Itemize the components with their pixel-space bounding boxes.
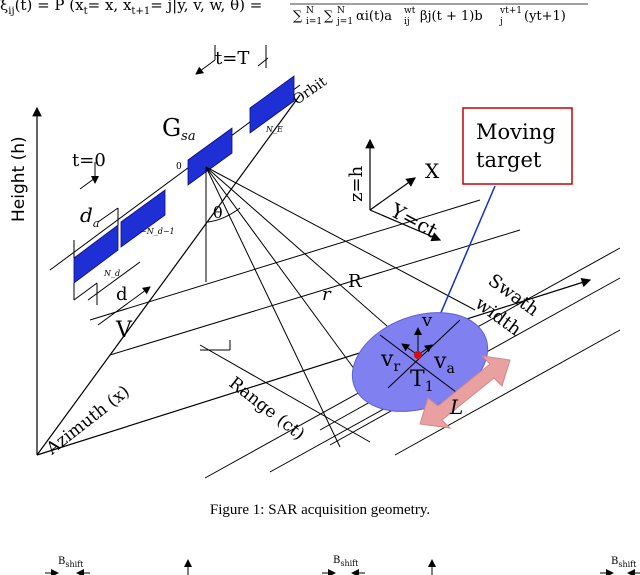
svg-text:vt+1: vt+1: [499, 6, 522, 16]
zero-small-label: 0: [176, 162, 182, 172]
t-equals-0-label: t=0: [72, 150, 106, 171]
figure-caption: Figure 1: SAR acquisition geometry.: [209, 502, 431, 518]
height-axis-label: Height (h): [9, 136, 29, 222]
dimension-lines: [73, 207, 151, 326]
length-arrow: [419, 355, 511, 429]
vr-label: vr: [380, 347, 400, 375]
svg-text:βj(t + 1)b: βj(t + 1)b: [420, 9, 483, 24]
svg-text:∑: ∑: [324, 9, 334, 24]
svg-text:∑: ∑: [293, 9, 303, 24]
formula-lhs: ξij(t) = P (xt= x, xt+1= j|y, v, w, θ) =: [0, 0, 262, 17]
antenna-panel: [73, 224, 119, 284]
r-lower-label: r: [322, 284, 332, 305]
top-formula: ξij(t) = P (xt= x, xt+1= j|y, v, w, θ) =…: [0, 0, 588, 27]
moving-target-line1: Moving: [476, 120, 556, 144]
b-shift-label: Bshift: [58, 556, 84, 569]
svg-text:j=1: j=1: [336, 17, 353, 27]
d-label: d: [116, 284, 128, 305]
antenna-panels: [73, 75, 295, 284]
svg-text:wt: wt: [404, 6, 416, 16]
beam-lines: [205, 166, 476, 448]
z-axis-label: z=h: [346, 165, 367, 202]
nd-label: N_d: [103, 269, 120, 278]
t-equals-T-label: t=T: [215, 48, 249, 69]
ground-grid: [89, 199, 621, 479]
moving-target-box: [462, 107, 573, 185]
antenna-panel: [120, 189, 166, 248]
orbit-label: Orbit: [290, 74, 330, 109]
l-label: L: [449, 395, 463, 419]
svg-text:N: N: [337, 6, 345, 16]
lower-figure: [45, 559, 640, 575]
target-dot: [414, 351, 422, 359]
da-label: da: [80, 203, 99, 230]
svg-text:i=1: i=1: [306, 17, 322, 27]
x-axis-label: X: [425, 159, 440, 183]
time-markers: [79, 45, 269, 190]
coord-system: [365, 138, 442, 242]
b-shift-label: Bshift: [611, 556, 637, 569]
formula-denominator: ∑ N i=1 ∑ N j=1 αi(t)a wt ij βj(t + 1)b …: [293, 6, 566, 27]
antenna-panel: [187, 127, 233, 186]
svg-text:N: N: [306, 6, 314, 16]
r-upper-label: R: [348, 271, 362, 292]
t1-label: T1: [410, 367, 434, 395]
ne-label: N_E: [265, 125, 283, 134]
svg-text:αi(t)a: αi(t)a: [356, 9, 392, 24]
height-axis: Height (h): [9, 106, 42, 455]
y-axis-label: Y=ct: [386, 198, 442, 243]
svg-text:j: j: [499, 17, 503, 27]
neg-nd1-label: −N_d−1: [140, 227, 175, 236]
v-label: V: [115, 318, 133, 343]
b-shift-label: Bshift: [333, 555, 359, 568]
svg-text:ij: ij: [404, 17, 410, 27]
theta-label: θ: [213, 203, 223, 222]
azimuth-axis-label: Azimuth (x): [42, 382, 134, 460]
antenna-panel: [249, 75, 295, 134]
range-axis-label: Range (ct): [225, 373, 308, 444]
g-sa-label: Gsa: [162, 114, 196, 144]
v-main-label: v: [421, 310, 433, 331]
moving-target-line2: target: [476, 148, 542, 172]
svg-text:(yt+1): (yt+1): [524, 9, 566, 24]
va-label: va: [433, 349, 455, 377]
